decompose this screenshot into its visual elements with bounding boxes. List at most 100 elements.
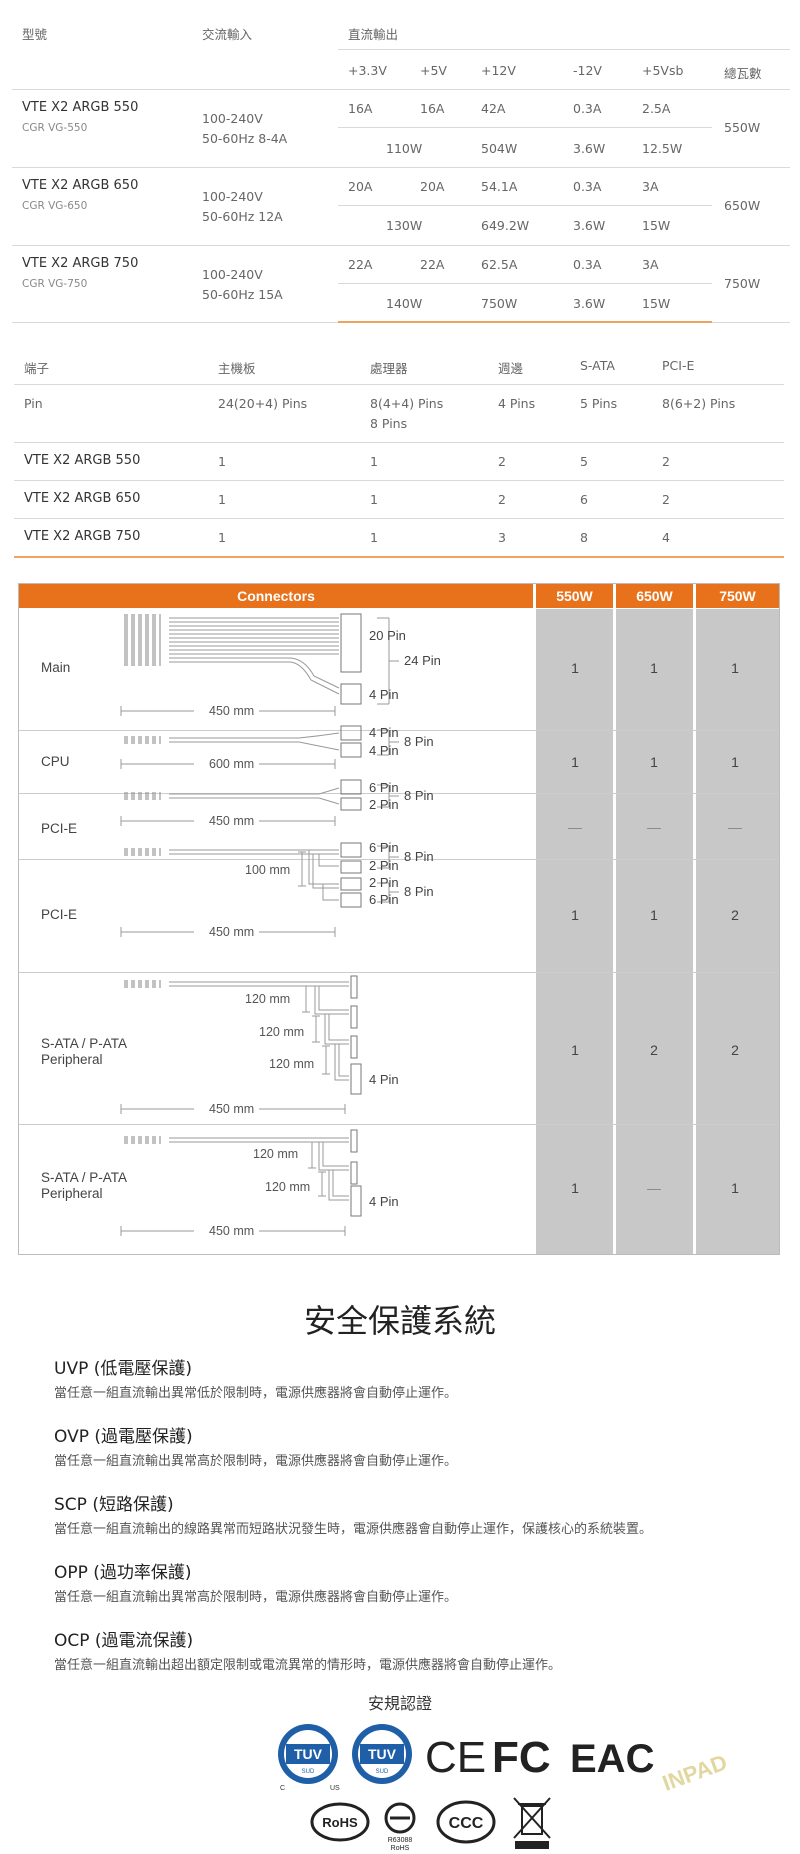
divider — [14, 442, 784, 443]
header-550w: 550W — [536, 584, 613, 608]
protection-title: SCP (短路保護) — [54, 1495, 174, 1515]
header-cpu: 處理器 — [370, 361, 408, 376]
connector-count: 1 — [731, 1180, 739, 1196]
rohs-logo-icon: RoHS — [310, 1802, 370, 1842]
amp-value: 20A — [348, 179, 373, 194]
watt-value: 750W — [481, 296, 518, 311]
row-divider — [19, 859, 779, 860]
row-divider — [19, 1124, 779, 1125]
safety-title: 安全保護系統 — [303, 1302, 496, 1340]
cable-length: 450 mm — [209, 1102, 254, 1116]
connector-count: 2 — [731, 1042, 739, 1058]
protection-description: 當任意一組直流輸出異常高於限制時，電源供應器將會自動停止運作。 — [54, 1590, 458, 1605]
ac-frequency: 50-60Hz 8-4A — [202, 131, 288, 146]
watt-value: 110W — [386, 141, 423, 156]
cable-length: 450 mm — [209, 814, 254, 828]
connector-count: — — [568, 819, 582, 835]
model-name: VTE X2 ARGB 650 — [24, 491, 141, 506]
pin-group-label: 8 Pin — [404, 734, 434, 749]
watt-value: 140W — [386, 296, 423, 311]
divider — [12, 89, 790, 90]
pin-label: 20 Pin — [369, 628, 406, 643]
value-column-background — [536, 609, 779, 1254]
divider — [693, 609, 696, 1254]
cable-diagrams: 450 mm 20 Pin 4 Pin 24 Pin 600 mm 4 Pin … — [120, 613, 441, 1238]
divider — [14, 518, 784, 519]
divider — [14, 384, 784, 385]
amp-value: 42A — [481, 101, 506, 116]
header-ac-input: 交流輸入 — [202, 27, 253, 42]
amp-value: 20A — [420, 179, 445, 194]
connectors-header: Connectors — [19, 584, 533, 608]
pin-group-label: 24 Pin — [404, 653, 441, 668]
connector-count: 1 — [571, 660, 579, 676]
tuv-logo-icon: TUV SUD C US — [278, 1724, 340, 1792]
watt-value: 15W — [642, 296, 671, 311]
model-code: CGR VG-650 — [22, 200, 88, 212]
svg-text:TUV: TUV — [368, 1746, 397, 1762]
cable-length: 600 mm — [209, 757, 254, 771]
pin-label: 4 Pin — [369, 687, 399, 702]
pin-label: 4 Pin — [369, 1072, 399, 1087]
fcc-logo-icon: FC — [492, 1733, 551, 1782]
accent-underline — [14, 556, 784, 558]
connector-count: 2 — [731, 907, 739, 923]
sata-cable-diagram — [120, 1129, 362, 1236]
pcie-cable-diagram — [120, 779, 399, 826]
watt-value: 3.6W — [573, 141, 606, 156]
count-value: 1 — [370, 530, 378, 545]
ac-frequency: 50-60Hz 15A — [202, 287, 283, 302]
protection-description: 當任意一組直流輸出異常高於限制時，電源供應器將會自動停止運作。 — [54, 1454, 458, 1469]
amp-value: 3A — [642, 179, 659, 194]
inpad-logo: INPAD — [659, 1749, 730, 1795]
watt-value: 15W — [642, 218, 671, 233]
protection-title: OVP (過電壓保護) — [54, 1427, 193, 1447]
connector-spacing: 120 mm — [265, 1180, 310, 1194]
connector-count: — — [647, 1180, 661, 1196]
header-peripheral: 週邊 — [498, 361, 524, 376]
connector-count: 1 — [571, 1180, 579, 1196]
pin-label: 6 Pin — [369, 840, 399, 855]
pcie-dual-cable-diagram — [120, 842, 399, 937]
pin-label: 4 Pin — [369, 1194, 399, 1209]
row-divider — [19, 730, 779, 731]
divider — [338, 127, 712, 128]
svg-text:US: US — [330, 1785, 340, 1792]
header-sata: S-ATA — [580, 358, 615, 373]
protection-description: 當任意一組直流輸出的線路異常而短路狀況發生時，電源供應器會自動停止運作，保護核心… — [54, 1522, 653, 1537]
branch-length: 100 mm — [245, 863, 290, 877]
amp-value: 22A — [420, 257, 445, 272]
pin-sata: 5 Pins — [580, 396, 618, 411]
ac-frequency: 50-60Hz 12A — [202, 209, 283, 224]
count-value: 1 — [218, 454, 226, 469]
pin-label: 2 Pin — [369, 858, 399, 873]
connector-spacing: 120 mm — [259, 1025, 304, 1039]
eac-logo-icon: EAC — [570, 1737, 654, 1781]
connector-count: 1 — [650, 754, 658, 770]
count-value: 8 — [580, 530, 588, 545]
tuv-logo-icon: TUV SUD — [352, 1724, 412, 1784]
header-dc-output: 直流輸出 — [348, 27, 399, 42]
subheader-3v3: +3.3V — [348, 63, 387, 78]
count-value: 2 — [498, 492, 506, 507]
connector-label-peripheral: Peripheral — [41, 1186, 103, 1201]
connector-label-sata: S-ATA / P-ATA — [41, 1036, 128, 1051]
amp-value: 0.3A — [573, 101, 602, 116]
svg-text:RoHS: RoHS — [322, 1815, 358, 1830]
svg-text:CCC: CCC — [449, 1815, 484, 1832]
pin-group-label: 8 Pin — [404, 884, 434, 899]
connector-spacing: 120 mm — [269, 1057, 314, 1071]
connector-label-main: Main — [41, 660, 71, 675]
connector-count: 1 — [571, 907, 579, 923]
connector-spacing: 120 mm — [253, 1147, 298, 1161]
header-model: 型號 — [22, 27, 48, 42]
connector-label-sata: S-ATA / P-ATA — [41, 1170, 128, 1185]
bsmi-logo-icon: R63088 RoHS — [384, 1802, 416, 1852]
connector-count: 1 — [650, 907, 658, 923]
pin-pcie: 8(6+2) Pins — [662, 396, 736, 411]
divider — [14, 480, 784, 481]
model-code: CGR VG-750 — [22, 278, 88, 290]
subheader-5v: +5V — [420, 63, 447, 78]
protection-description: 當任意一組直流輸出超出額定限制或電流異常的情形時，電源供應器將會自動停止運作。 — [54, 1658, 562, 1673]
count-value: 6 — [580, 492, 588, 507]
